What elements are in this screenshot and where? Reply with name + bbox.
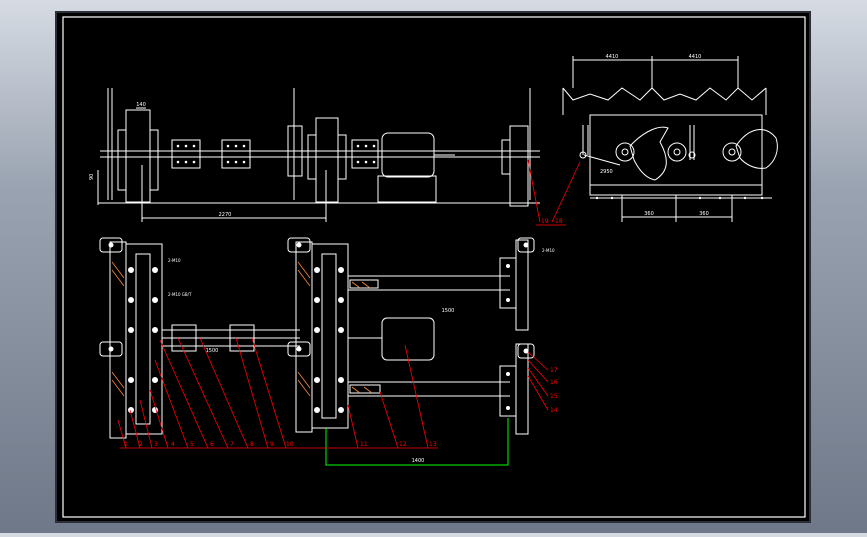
stripper-edge	[562, 87, 767, 101]
motor-base	[377, 175, 437, 203]
balloon-18: 18	[555, 218, 563, 225]
drawing-background	[55, 11, 811, 523]
balloon-7: 7	[230, 441, 234, 448]
balloon-13: 13	[429, 441, 437, 448]
plan-shaft-dim: 1500	[206, 348, 219, 354]
elevation-top-dim: 140	[136, 102, 146, 108]
balloon-1: 1	[124, 441, 128, 448]
elevation-height-dim: 90	[89, 174, 95, 180]
left-gearbox	[125, 243, 163, 435]
middle-gearbox	[311, 243, 349, 429]
balloon-10: 10	[286, 441, 294, 448]
balloon-19: 19	[541, 218, 549, 225]
balloon-8: 8	[250, 441, 254, 448]
balloon-17: 17	[550, 367, 558, 374]
linkage-line	[325, 418, 509, 466]
plan-note-left-1: 2-M10	[168, 258, 181, 263]
side-radius-dim: 2950	[600, 169, 613, 175]
crush-tooth-2	[735, 129, 778, 169]
elevation-view	[97, 88, 540, 222]
balloon-14: 14	[550, 407, 558, 414]
plan-note-left-2: 2-M10 GB/T	[168, 292, 192, 297]
coupling-3	[351, 139, 379, 169]
side-bottom-right-dim: 360	[699, 211, 709, 217]
lever-pivot	[579, 151, 587, 159]
coupling-1	[171, 139, 201, 169]
plan-leaders	[117, 337, 549, 449]
roller-2	[667, 142, 687, 162]
side-bottom-left-dim: 360	[644, 211, 654, 217]
drawing-border	[62, 16, 806, 518]
elevation-bolts	[176, 144, 376, 164]
side-view	[562, 56, 778, 222]
side-view-dots	[595, 196, 764, 200]
side-top-right-dim: 4410	[689, 54, 702, 60]
roller-1	[615, 142, 635, 162]
crush-tooth-1	[629, 126, 669, 181]
plan-view	[99, 237, 535, 439]
right-plate-upper	[515, 239, 529, 331]
plan-shaft-right-dim: 1500	[442, 308, 455, 314]
balloon-5: 5	[190, 441, 194, 448]
elevation-length-dim: 2270	[219, 212, 232, 218]
balloon-3: 3	[154, 441, 158, 448]
coupling-2	[221, 139, 251, 169]
lever-arm	[583, 154, 621, 166]
balloon-12: 12	[399, 441, 407, 448]
elevation-leaders	[527, 159, 581, 226]
balloon-9: 9	[270, 441, 274, 448]
plan-balloons: 1 2 3 4 5 6 7 8 9 10 11 12 13 17 16 15 1…	[124, 367, 558, 448]
balloon-11: 11	[360, 441, 368, 448]
balloon-2: 2	[139, 441, 143, 448]
plan-gear-dots	[108, 242, 529, 413]
link-dim: 1400	[412, 458, 425, 464]
balloon-16: 16	[550, 379, 558, 386]
balloon-6: 6	[210, 441, 214, 448]
balloon-15: 15	[550, 393, 558, 400]
balloon-4: 4	[171, 441, 175, 448]
plan-hatching	[111, 261, 373, 397]
side-top-left-dim: 4410	[606, 54, 619, 60]
roller-3	[722, 142, 742, 162]
plan-note-right: 2-M10	[542, 248, 555, 253]
